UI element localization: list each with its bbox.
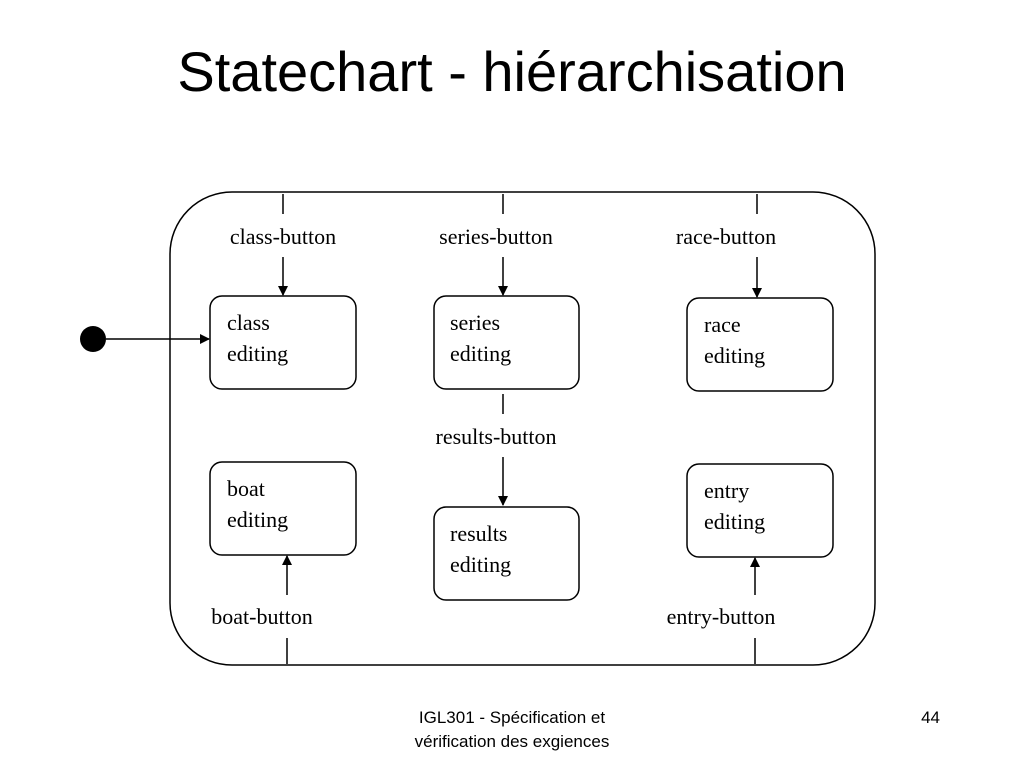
state-series-editing: series editing [433,295,580,390]
state-class-editing: class editing [209,295,357,390]
slide-footer: IGL301 - Spécification et vérification d… [362,706,662,754]
state-name: series [450,310,500,335]
state-name: editing [450,341,511,366]
page-number: 44 [921,708,940,727]
superstate-container [169,191,876,666]
state-name: entry [704,478,749,503]
state-name: editing [450,552,511,577]
state-name: editing [704,509,765,534]
class-button-label: class-button [230,224,336,249]
footer-line: IGL301 - Spécification et [418,708,606,727]
results-button-label: results-button [436,424,557,449]
state-name: editing [227,341,288,366]
state-race-editing: race editing [686,297,834,392]
race-button-label: race-button [676,224,776,249]
boat-button-label: boat-button [211,604,312,629]
state-name: editing [227,507,288,532]
state-name: class [227,310,270,335]
series-button-label: series-button [439,224,553,249]
state-name: race [704,312,741,337]
state-boat-editing: boat editing [209,461,357,556]
state-entry-editing: entry editing [686,463,834,558]
state-name: editing [704,343,765,368]
initial-state [80,326,106,352]
state-name: boat [227,476,265,501]
footer-line: vérification des exgiences [414,732,610,751]
slide-title: Statechart - hiérarchisation [177,40,847,103]
state-results-editing: results editing [433,506,580,601]
entry-button-label: entry-button [667,604,776,629]
state-name: results [450,521,507,546]
